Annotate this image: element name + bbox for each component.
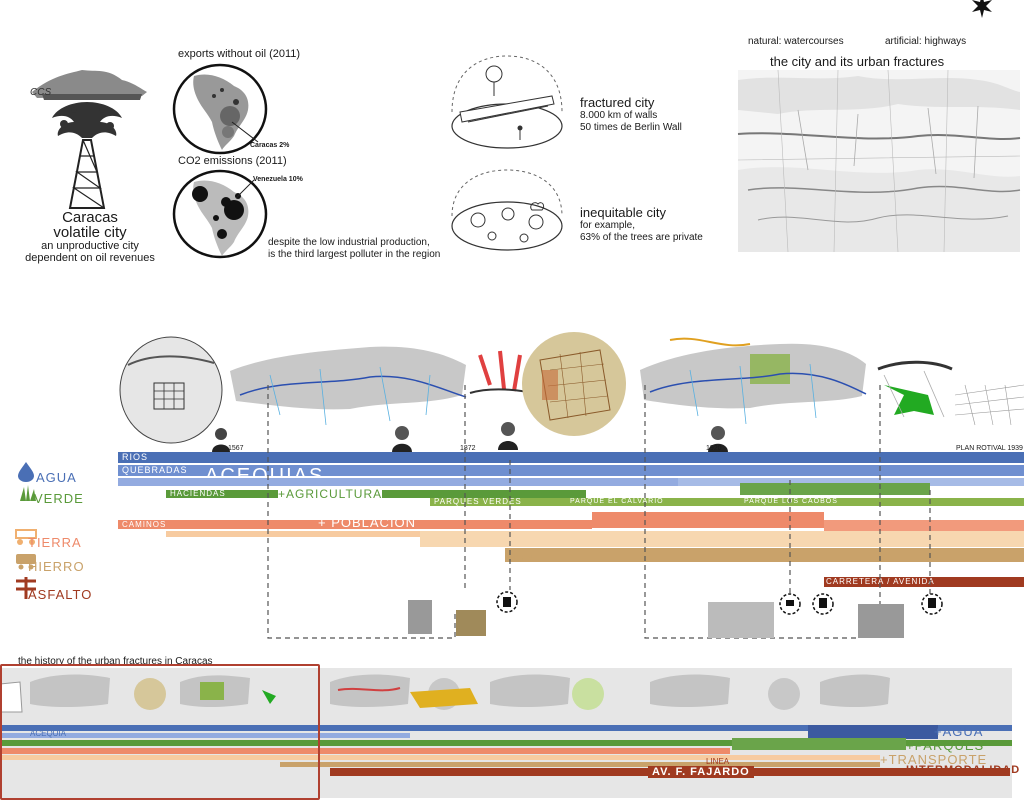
walls-length-text: 8.000 km of walls	[580, 110, 658, 121]
water-drop-icon	[18, 462, 34, 482]
band-acequias-late	[678, 478, 1024, 486]
volatile-city-subtitle: volatile city	[53, 224, 127, 241]
portrait-1567	[212, 428, 230, 452]
label-acequia: ACEQUIA	[30, 729, 67, 738]
mini-band-tierra	[0, 748, 730, 754]
historic-plan-circle	[522, 332, 626, 436]
star-icon	[972, 0, 992, 18]
band-caminos	[118, 520, 592, 529]
urban-fractures-map	[737, 69, 1021, 253]
band-caminos-label: CAMINOS	[122, 520, 167, 529]
portrait-1872	[392, 426, 412, 452]
band-carretera-label: CARRETERA / AVENIDA	[826, 577, 935, 586]
co2-title: CO2 emissions (2011)	[178, 155, 287, 167]
band-tren	[505, 548, 1024, 562]
legend-verde: VERDE	[34, 491, 84, 506]
mini-band-parques	[0, 740, 1012, 746]
band-rios	[118, 452, 1024, 463]
oil-dependent-text: dependent on oil revenues	[25, 252, 155, 264]
caracas-title: Caracas	[62, 209, 118, 226]
valley-map-1872	[230, 346, 467, 426]
band-quebradas-label: QUEBRADAS	[122, 465, 188, 475]
mini-band-tierra-light	[0, 755, 880, 760]
exports-globe	[172, 63, 268, 155]
history-title: the history of the urban fractures in Ca…	[18, 656, 213, 667]
artificial-highways-label: artificial: highways	[885, 36, 967, 47]
grass-icon	[20, 485, 36, 501]
band-quebradas	[118, 465, 1024, 476]
band-calvario-label: PARQUE EL CALVARIO	[570, 498, 664, 505]
band-tierra-light	[166, 531, 420, 537]
band-rios-label: RIOS	[122, 452, 149, 462]
road-icon	[16, 577, 36, 599]
legend-hierro: HIERRO	[28, 559, 85, 574]
year-1567: 1567	[228, 445, 244, 452]
inequitable-city-dome	[451, 169, 563, 251]
poblacion-big-label: + POBLACIÓN	[318, 515, 417, 530]
mini-band-parques-strong	[732, 738, 906, 750]
fractured-city-title: fractured city	[580, 95, 655, 110]
label-plus-agua: +AGUA	[934, 724, 984, 739]
year-1920: 1920	[706, 445, 722, 452]
ccs-logo: CCS	[30, 87, 52, 98]
example-text: for example,	[580, 220, 636, 231]
label-linea: LINEA	[706, 757, 730, 766]
band-poblacion-2	[592, 512, 824, 528]
valley-map-1920	[640, 337, 867, 425]
venezuela-percent-label: Venezuela 10%	[253, 176, 303, 183]
wagon-icon	[15, 529, 37, 545]
rotival-plan-map	[877, 360, 953, 418]
legend-asfalto: ASFALTO	[28, 587, 93, 602]
label-plus-transporte: +TRANSPORTE	[880, 752, 988, 767]
fractured-city-dome	[451, 55, 563, 149]
private-trees-text: 63% of the trees are private	[580, 232, 703, 243]
legend-agua: AGUA	[36, 470, 77, 485]
band-haciendas-label: HACIENDAS	[170, 489, 226, 498]
co2-globe	[172, 169, 268, 259]
oil-derrick-illustration	[32, 70, 147, 209]
agricultura-big-label: +AGRICULTURA	[278, 487, 383, 501]
mini-band-acequia	[0, 733, 410, 738]
band-parques-verdes	[430, 498, 1024, 506]
polluter-note-line2: is the third largest polluter in the reg…	[268, 249, 441, 260]
urban-fractures-map-title: the city and its urban fractures	[770, 54, 945, 69]
portrait-1920	[708, 426, 728, 452]
band-tierra-light-2	[420, 531, 1024, 547]
mini-band-hierro	[280, 762, 880, 767]
mini-band-agua	[0, 725, 1012, 731]
caracas-percent-label: Caracas 2%	[250, 142, 290, 149]
mini-band-agua-strong	[808, 725, 938, 739]
label-plus-parques: +PARQUES	[906, 738, 985, 753]
exports-title: exports without oil (2011)	[178, 48, 301, 60]
colonial-map-circle	[119, 336, 223, 444]
berlin-wall-text: 50 times de Berlin Wall	[580, 122, 682, 133]
history-strip-vignettes	[0, 674, 890, 713]
band-carretera	[824, 577, 1024, 587]
train-icon	[16, 554, 36, 570]
polluter-note-line1: despite the low industrial production,	[268, 237, 430, 248]
band-los-caobos	[740, 483, 930, 495]
inequitable-city-title: inequitable city	[580, 205, 666, 220]
portrait-mid	[498, 422, 518, 450]
band-acequias	[118, 478, 678, 486]
label-av-fajardo: AV. F. FAJARDO	[648, 766, 754, 778]
natural-watercourses-label: natural: watercourses	[748, 36, 844, 47]
band-parques-verdes-label: PARQUES VERDES	[434, 497, 522, 506]
year-rotival-1939: PLAN ROTIVAL 1939	[956, 445, 1023, 452]
legend-tierra: TIERRA	[28, 535, 82, 550]
label-intermodalidad: INTERMODALIDAD	[906, 764, 1021, 776]
unproductive-text: an unproductive city	[41, 240, 139, 252]
year-1872: 1872	[460, 445, 476, 452]
band-tren-label: TREN	[508, 554, 534, 563]
rotival-perspective	[954, 384, 1024, 426]
history-highlight-frame	[0, 664, 320, 800]
